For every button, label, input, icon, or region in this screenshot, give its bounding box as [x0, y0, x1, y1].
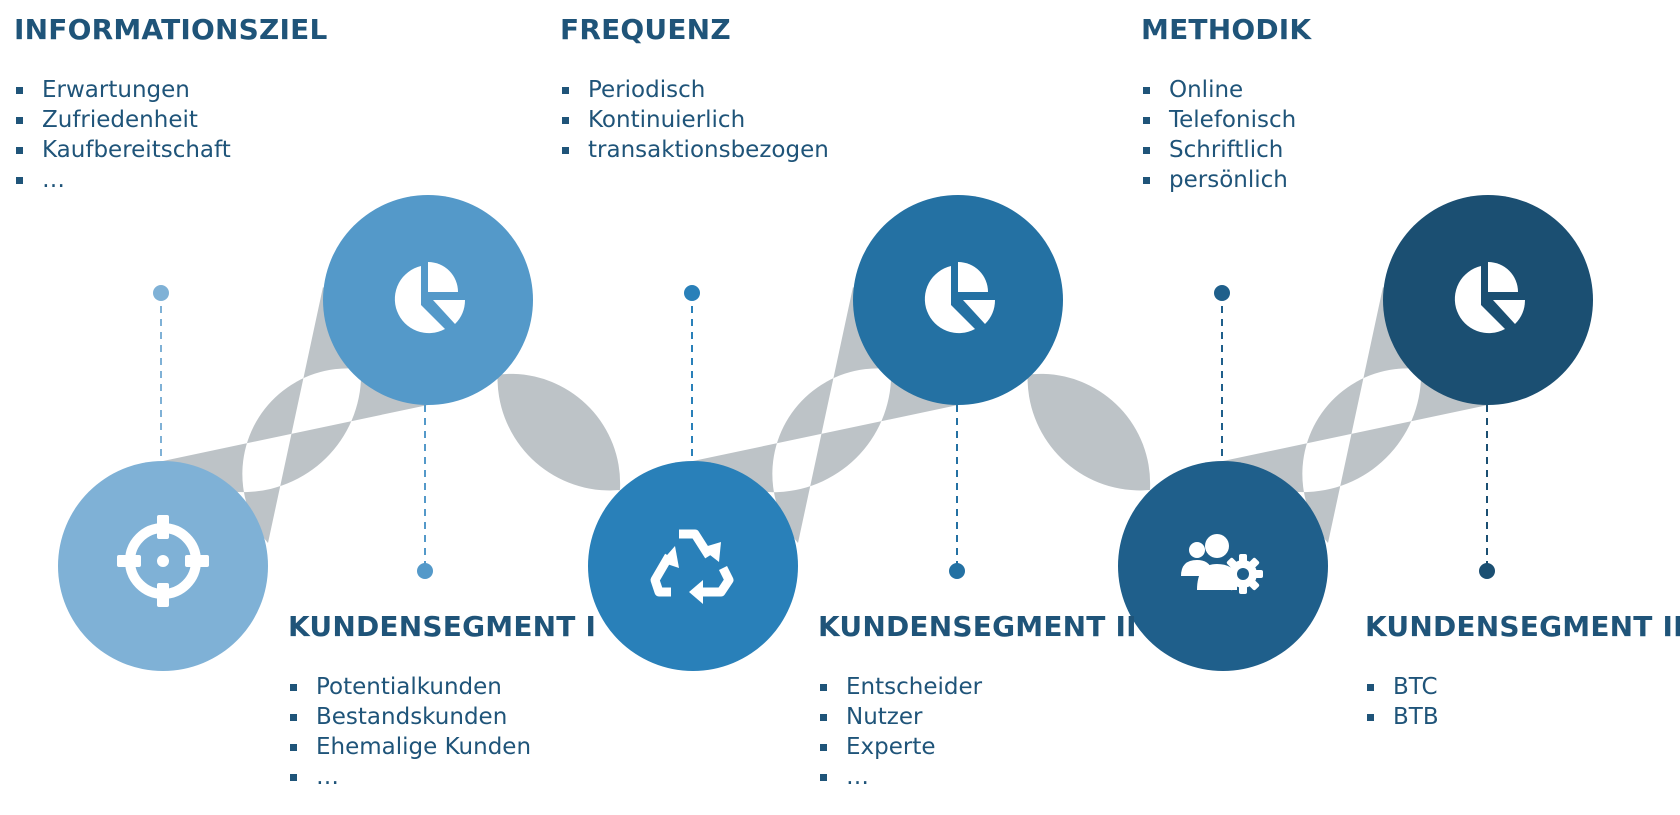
- list-item: Ehemalige Kunden: [288, 732, 628, 762]
- pie-chart-icon: [924, 262, 995, 334]
- list-item: persönlich: [1141, 165, 1481, 195]
- list-item: …: [818, 762, 1158, 792]
- step-circle-6: [1383, 195, 1593, 405]
- item-list: BTC BTB: [1365, 672, 1680, 732]
- list-item: Potentialkunden: [288, 672, 628, 702]
- item-list: Entscheider Nutzer Experte …: [818, 672, 1158, 792]
- list-item: Periodisch: [560, 75, 900, 105]
- block-title: KUNDENSEGMENT II: [818, 610, 1137, 643]
- guide-dot-6: [1479, 563, 1495, 579]
- list-item: BTC: [1365, 672, 1680, 702]
- guide-dot-4: [949, 563, 965, 579]
- list-item: Experte: [818, 732, 1158, 762]
- guide-lines: [160, 293, 1488, 571]
- step-circle-3: [588, 461, 798, 671]
- list-item: Schriftlich: [1141, 135, 1481, 165]
- target-icon: [117, 515, 209, 607]
- block-methodik: METHODIK Online Telefonisch Schriftlich …: [1141, 13, 1481, 195]
- item-list: Periodisch Kontinuierlich transaktionsbe…: [560, 75, 900, 165]
- list-item: Zufriedenheit: [14, 105, 354, 135]
- connector-3-4: [693, 287, 958, 543]
- step-circle-4: [853, 195, 1063, 405]
- guide-dots: [153, 285, 1495, 579]
- list-item: Telefonisch: [1141, 105, 1481, 135]
- list-item: …: [14, 165, 354, 195]
- list-item: Kaufbereitschaft: [14, 135, 354, 165]
- list-item: …: [288, 762, 628, 792]
- block-informationsziel: INFORMATIONSZIEL Erwartungen Zufriedenhe…: [14, 13, 354, 195]
- block-frequenz: FREQUENZ Periodisch Kontinuierlich trans…: [560, 13, 900, 165]
- connector-5-6: [1223, 287, 1488, 543]
- item-list: Potentialkunden Bestandskunden Ehemalige…: [288, 672, 628, 792]
- list-item: Online: [1141, 75, 1481, 105]
- list-item: Entscheider: [818, 672, 1158, 702]
- block-title: INFORMATIONSZIEL: [14, 13, 328, 46]
- pie-chart-icon: [1454, 262, 1525, 334]
- users-gear-icon: [1181, 534, 1263, 594]
- recycle-icon: [650, 529, 734, 604]
- list-item: Kontinuierlich: [560, 105, 900, 135]
- block-kundensegment-1: KUNDENSEGMENT I Potentialkunden Bestands…: [288, 610, 628, 792]
- list-item: Erwartungen: [14, 75, 354, 105]
- guide-dot-1: [153, 285, 169, 301]
- item-list: Erwartungen Zufriedenheit Kaufbereitscha…: [14, 75, 354, 195]
- list-item: BTB: [1365, 702, 1680, 732]
- block-title: FREQUENZ: [560, 13, 731, 46]
- guide-dot-2: [417, 563, 433, 579]
- connector-1-2: [163, 287, 428, 543]
- block-title: METHODIK: [1141, 13, 1312, 46]
- block-title: KUNDENSEGMENT I: [288, 610, 597, 643]
- block-title: KUNDENSEGMENT III: [1365, 610, 1680, 643]
- pie-chart-icon: [394, 262, 465, 334]
- block-kundensegment-3: KUNDENSEGMENT III BTC BTB: [1365, 610, 1680, 732]
- item-list: Online Telefonisch Schriftlich persönlic…: [1141, 75, 1481, 195]
- block-kundensegment-2: KUNDENSEGMENT II Entscheider Nutzer Expe…: [818, 610, 1158, 792]
- list-item: Bestandskunden: [288, 702, 628, 732]
- guide-dot-3: [684, 285, 700, 301]
- guide-dot-5: [1214, 285, 1230, 301]
- step-circle-2: [323, 195, 533, 405]
- list-item: transaktionsbezogen: [560, 135, 900, 165]
- list-item: Nutzer: [818, 702, 1158, 732]
